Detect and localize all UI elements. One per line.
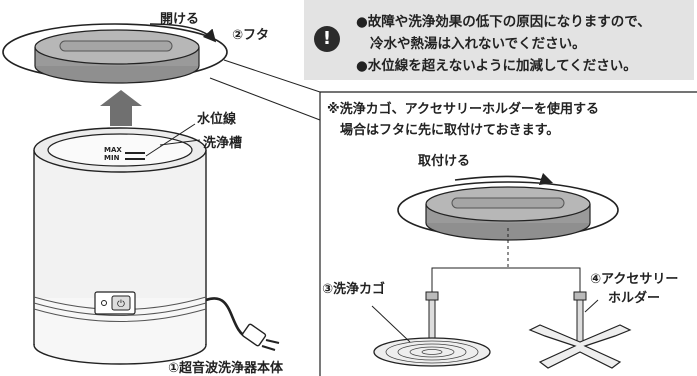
label-basket: ③洗浄カゴ bbox=[322, 282, 386, 297]
power-icon: ⏻ bbox=[117, 299, 125, 310]
warning-line-2: 冷水や熱湯は入れないでください。 bbox=[370, 36, 586, 52]
cleaning-basket bbox=[373, 291, 491, 367]
label-lid: ②フタ bbox=[232, 28, 270, 43]
lid-detail bbox=[397, 181, 619, 241]
attach-arrow bbox=[454, 172, 554, 186]
label-holder-2: ホルダー bbox=[608, 291, 661, 306]
lid-top bbox=[2, 23, 228, 84]
label-attach: 取付ける bbox=[418, 154, 471, 169]
label-open: 開ける bbox=[160, 12, 200, 27]
label-tank: 洗浄槽 bbox=[203, 136, 243, 151]
open-arrow bbox=[149, 23, 217, 43]
label-max: MAX bbox=[104, 146, 122, 154]
accessory-holder bbox=[528, 291, 632, 369]
exclamation-icon: ! bbox=[314, 26, 340, 52]
note-line-2: 場合はフタに先に取付けておきます。 bbox=[340, 123, 560, 138]
cleaner-body: ⏻ bbox=[33, 127, 207, 365]
label-min: MIN bbox=[104, 154, 120, 162]
label-water-line: 水位線 bbox=[197, 112, 237, 127]
power-cord bbox=[205, 297, 249, 340]
power-plug bbox=[241, 323, 280, 351]
up-arrow bbox=[100, 90, 142, 126]
warning-line-3: ●水位線を超えないように加減してください。 bbox=[356, 58, 637, 74]
warning-box: ! ●故障や洗浄効果の低下の原因になりますので、 冷水や熱湯は入れないでください… bbox=[304, 0, 694, 80]
note-line-1: ※洗浄カゴ、アクセサリーホルダーを使用する bbox=[327, 102, 599, 117]
label-holder-1: ④アクセサリー bbox=[590, 272, 679, 287]
warning-line-1: ●故障や洗浄効果の低下の原因になりますので、 bbox=[356, 14, 651, 30]
label-body: ①超音波洗浄器本体 bbox=[168, 361, 284, 376]
